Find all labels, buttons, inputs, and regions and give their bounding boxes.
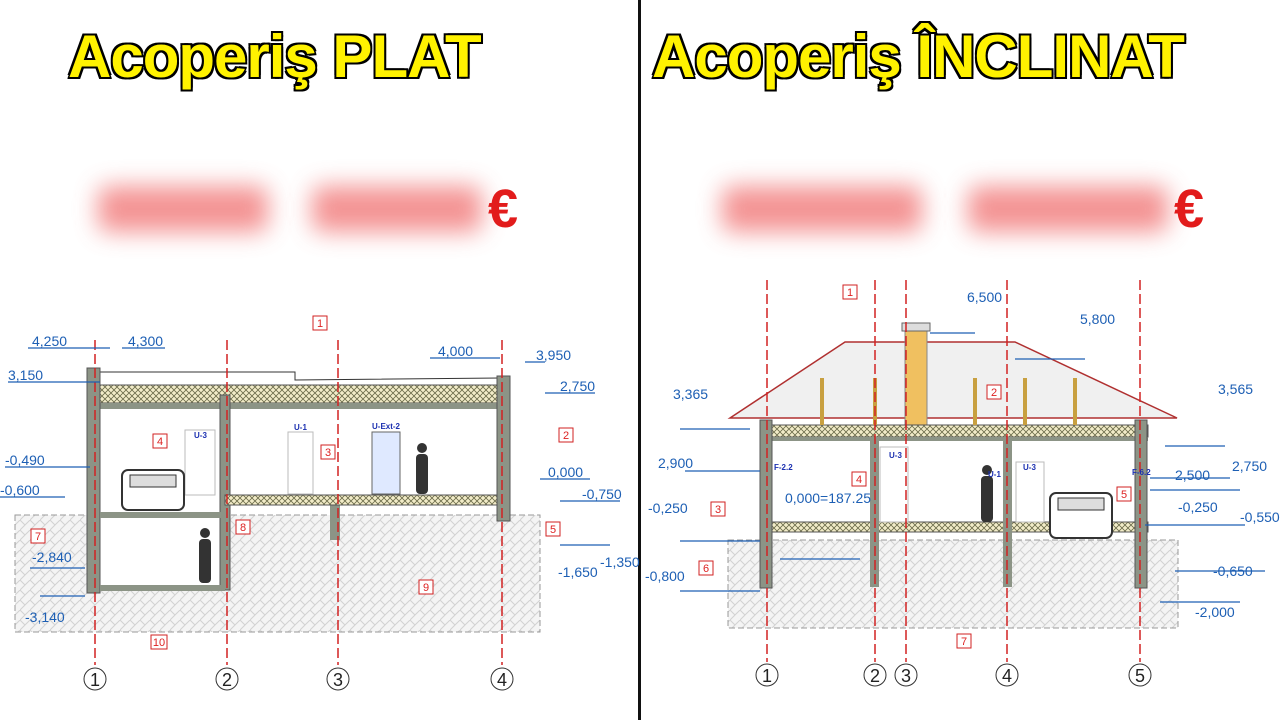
callout-tag: 4: [157, 436, 163, 448]
elevation-label: -0,250: [1178, 499, 1218, 515]
elevation-label: -0,600: [0, 482, 40, 498]
callout-tag: 5: [1121, 489, 1127, 501]
room-label: U-1: [294, 423, 307, 432]
euro-sign: €: [1174, 179, 1205, 239]
ceiling-slab: [759, 424, 1149, 438]
room-label: U-3: [889, 451, 902, 460]
axis-bubble: 4: [1002, 666, 1012, 686]
panel-divider: [638, 0, 641, 720]
axis-bubble: 3: [333, 670, 343, 690]
car-icon: [121, 469, 185, 511]
elevation-label: -0,490: [5, 452, 45, 468]
elevation-label: -0,800: [645, 568, 685, 584]
ground-hatch: [727, 539, 1179, 629]
callout-tag: 5: [550, 524, 556, 536]
callout-tag: 2: [563, 430, 569, 442]
elevation-label: -0,650: [1213, 563, 1253, 579]
person-silhouette: [416, 443, 428, 494]
chimney: [904, 329, 928, 426]
callout-tag: 1: [317, 318, 323, 330]
room-label: U-Ext-2: [372, 422, 401, 431]
callout-tag: 4: [856, 474, 862, 486]
car-icon: [1049, 492, 1113, 539]
floor-slab: [224, 494, 498, 506]
right-price-blurred: €: [710, 178, 1230, 242]
elevation-label: 2,900: [658, 455, 693, 471]
elevation-label: -3,140: [25, 609, 65, 625]
room-label: F-2.2: [774, 463, 793, 472]
callout-tag: 3: [325, 447, 331, 459]
left-price-blurred: €: [90, 178, 540, 242]
callout-tag: 8: [240, 522, 246, 534]
callout-tag: 1: [847, 287, 853, 299]
callout-tag: 7: [35, 531, 41, 543]
axis-bubble: 1: [90, 670, 100, 690]
person-silhouette: [199, 528, 211, 583]
wall: [86, 367, 101, 594]
elevation-label: -1,650: [558, 564, 598, 580]
axis-bubble: 5: [1135, 666, 1145, 686]
wall: [759, 419, 773, 589]
axis-bubble: 1: [762, 666, 772, 686]
elevation-label: 5,800: [1080, 311, 1115, 327]
callout-tag: 3: [715, 504, 721, 516]
room-label: F-6.2: [1132, 468, 1151, 477]
elevation-label: 3,365: [673, 386, 708, 402]
axis-bubble: 2: [870, 666, 880, 686]
axis-bubble: 3: [901, 666, 911, 686]
callout-tag: 6: [703, 563, 709, 575]
left-title: Acoperiş PLAT: [67, 22, 484, 92]
elevation-label: -0,750: [582, 486, 622, 502]
elevation-label: 3,150: [8, 367, 43, 383]
elevation-label: 2,500: [1175, 467, 1210, 483]
callout-tag: 9: [423, 582, 429, 594]
flat-roof-section: [0, 315, 620, 691]
elevation-label: 4,300: [128, 333, 163, 349]
pitched-roof-section: [680, 280, 1265, 687]
elevation-label: 4,250: [32, 333, 67, 349]
elevation-label: 2,750: [1232, 458, 1267, 474]
euro-sign: €: [488, 179, 519, 239]
elevation-label: 0,000=187.25: [785, 490, 871, 506]
elevation-label: -2,840: [32, 549, 72, 565]
room-label: U-1: [988, 470, 1001, 479]
axis-bubble: 2: [222, 670, 232, 690]
right-title: Acoperiş ÎNCLINAT: [651, 22, 1187, 92]
elevation-label: 6,500: [967, 289, 1002, 305]
elevation-label: -1,350: [600, 554, 640, 570]
roof-slab: [99, 384, 501, 404]
elevation-label: 2,750: [560, 378, 595, 394]
elevation-label: 0,000: [548, 464, 583, 480]
wall: [496, 375, 511, 522]
callout-tag: 2: [991, 387, 997, 399]
elevation-label: 3,950: [536, 347, 571, 363]
elevation-label: -0,550: [1240, 509, 1280, 525]
elevation-label: 3,565: [1218, 381, 1253, 397]
elevation-label: 4,000: [438, 343, 473, 359]
person-silhouette: [981, 465, 993, 522]
callout-tag: 7: [961, 636, 967, 648]
axis-bubble: 4: [497, 670, 507, 690]
wall: [1134, 419, 1148, 589]
room-label: U-3: [194, 431, 207, 440]
elevation-label: -0,250: [648, 500, 688, 516]
elevation-label: -2,000: [1195, 604, 1235, 620]
pitched-roof: [727, 341, 1178, 419]
room-label: U-3: [1023, 463, 1036, 472]
callout-tag: 10: [153, 637, 165, 649]
